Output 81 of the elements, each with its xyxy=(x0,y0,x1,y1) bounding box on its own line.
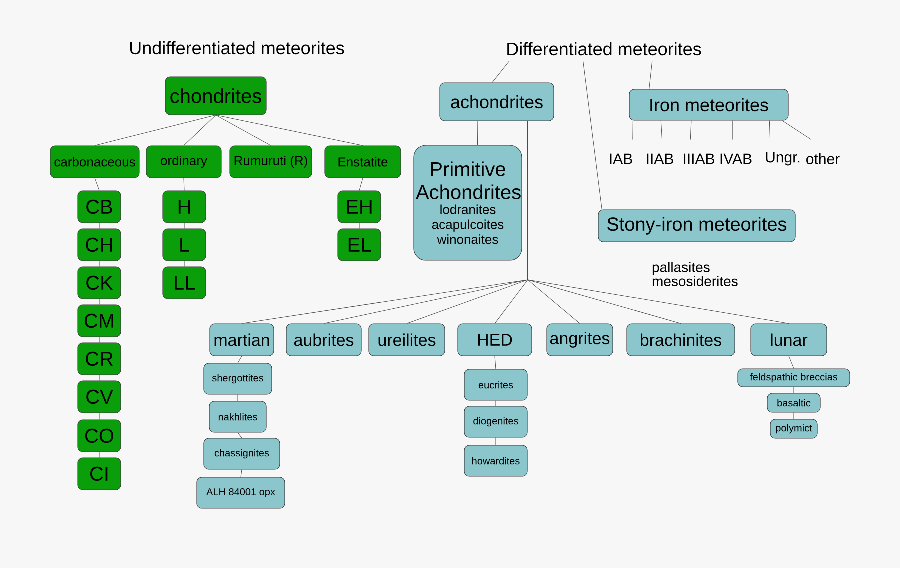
connector-line xyxy=(238,356,242,364)
classification-box: CV xyxy=(78,380,122,414)
connector-line xyxy=(494,356,496,370)
class-label: Ungr. xyxy=(766,152,800,166)
classification-box: CH xyxy=(78,228,122,262)
classification-box: chondrites xyxy=(165,76,267,116)
connector-line xyxy=(216,115,272,146)
connector-line xyxy=(782,120,812,140)
connector-line xyxy=(583,60,602,210)
connector-line xyxy=(184,261,185,267)
classification-box: Primitive Achondrites lodranites acapulcoites winonaites xyxy=(414,145,522,261)
classification-box: howardites xyxy=(464,445,528,477)
class-label: IVAB xyxy=(720,154,752,164)
class-label: IAB xyxy=(610,154,632,164)
classification-box: aubrites xyxy=(286,324,362,356)
connector-line xyxy=(359,178,364,191)
classification-box: L xyxy=(162,228,206,262)
connector-line xyxy=(99,413,100,420)
classification-box: diogenites xyxy=(464,406,528,438)
connector-line xyxy=(99,261,100,267)
connector-line xyxy=(99,223,100,229)
classification-box: HED xyxy=(458,324,532,356)
connector-line xyxy=(184,178,185,191)
classification-box: Rumuruti (R) xyxy=(230,146,312,178)
connector-line xyxy=(732,120,734,140)
classification-box: shergottites xyxy=(204,363,272,395)
classification-box: CK xyxy=(78,266,122,300)
connector-line xyxy=(649,60,653,90)
classification-box: ureilites xyxy=(368,324,446,356)
connector-line xyxy=(94,178,100,191)
classification-box: polymict xyxy=(770,419,818,439)
classification-box: Stony-iron meteorites xyxy=(598,210,796,242)
classification-box: CM xyxy=(78,304,122,338)
class-label: Differentiated meteorites xyxy=(508,42,702,56)
classification-box: EL xyxy=(338,228,382,262)
connector-line xyxy=(788,356,794,369)
classification-box: Enstatite xyxy=(324,146,402,178)
connector-line xyxy=(690,120,692,140)
connector-line xyxy=(99,299,100,305)
classification-box: feldspathic breccias xyxy=(738,368,850,388)
classification-box: chassignites xyxy=(204,438,280,470)
heading-text: Undifferentiated meteorites xyxy=(130,41,344,55)
classification-box: CI xyxy=(78,458,122,490)
classification-box: nakhlites xyxy=(209,401,267,433)
connector-line xyxy=(359,223,360,229)
classification-box: martian xyxy=(210,324,274,356)
classification-box: CB xyxy=(78,190,122,224)
connector-line xyxy=(660,120,663,140)
connector-line xyxy=(94,115,216,146)
class-label: other xyxy=(806,154,840,164)
connector-line xyxy=(216,115,364,146)
classification-box: CO xyxy=(78,420,122,452)
connector-line xyxy=(477,121,478,146)
classification-box: LL xyxy=(162,266,206,300)
connector-line xyxy=(240,470,242,478)
connector-line xyxy=(99,375,100,381)
classification-box: ALH 84001 opx xyxy=(196,477,286,509)
classification-box: CR xyxy=(78,342,122,376)
classification-box: brachinites xyxy=(626,324,736,356)
classification-box: Iron meteorites xyxy=(629,89,789,121)
connector-line xyxy=(99,337,100,343)
classification-box: angrites xyxy=(546,324,614,356)
classification-box: achondrites xyxy=(440,82,554,122)
connector-line xyxy=(184,223,185,229)
classification-box: EH xyxy=(338,190,382,224)
classification-box: basaltic xyxy=(767,393,821,413)
class-label: IIAB xyxy=(647,154,674,164)
note-text: pallasites mesosiderites xyxy=(652,262,738,286)
connector-line xyxy=(528,121,790,324)
connector-line xyxy=(238,432,242,438)
connector-line xyxy=(99,452,100,458)
connector-line xyxy=(184,115,216,146)
connector-line xyxy=(492,60,510,83)
classification-box: carbonaceous xyxy=(50,146,140,178)
connector-line xyxy=(632,120,634,140)
classification-box: H xyxy=(162,190,206,224)
class-label: IIIAB xyxy=(684,154,714,164)
classification-box: eucrites xyxy=(464,369,528,401)
classification-box: lunar xyxy=(750,324,828,356)
classification-box: ordinary xyxy=(146,146,222,178)
connector-line xyxy=(769,120,771,140)
